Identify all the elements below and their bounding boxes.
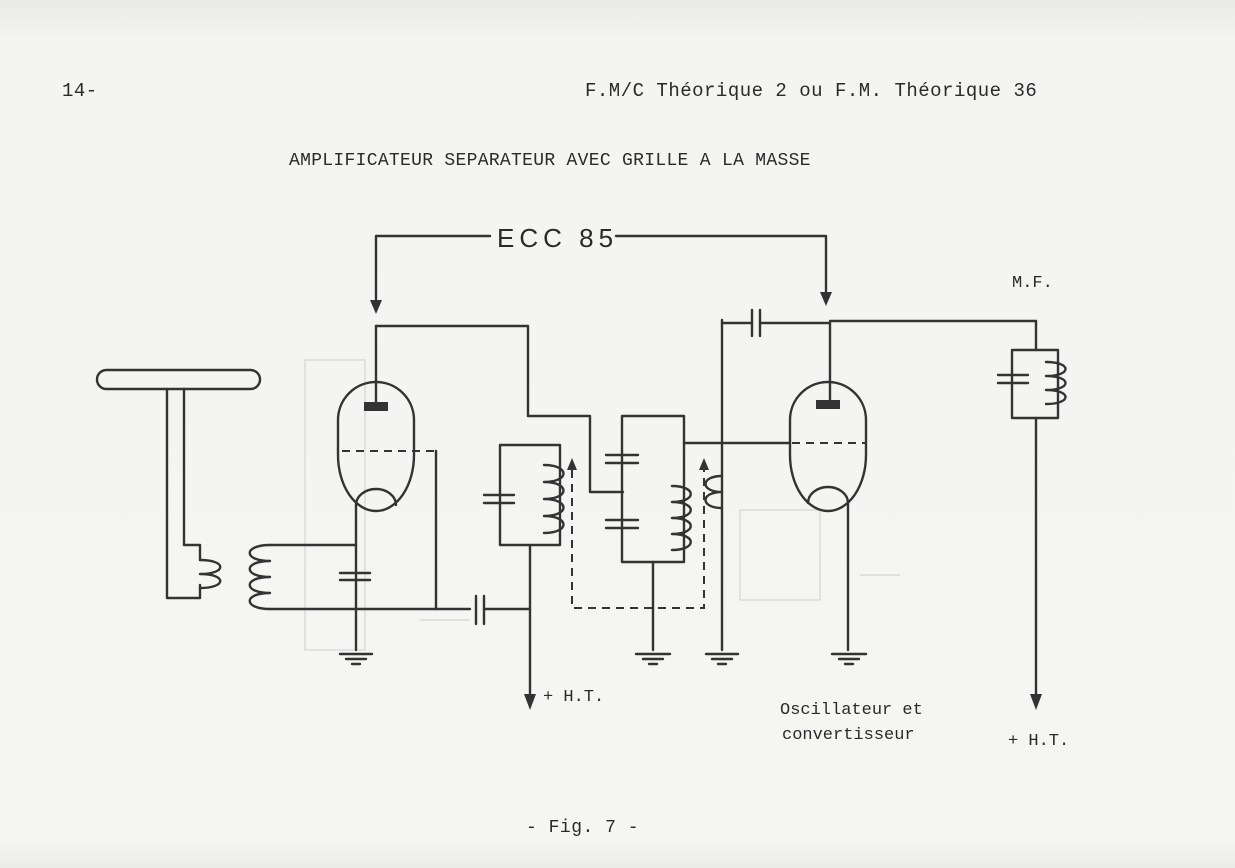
decoupling-capacitor [474,594,532,626]
page-number: 14- [62,80,98,102]
oscillator-label-line2: convertisseur [782,726,915,745]
supply-label-right: + H.T. [1008,732,1070,751]
dipole-antenna [95,368,262,600]
tube-label: ECC 85 [497,223,619,253]
tuned-circuit-2 [604,414,792,666]
ht-feed-left [524,543,536,710]
tube-label-leaders [370,234,832,314]
tuned-circuit-1 [482,414,625,547]
triode-1 [336,324,530,666]
feedback-capacitor [720,308,832,338]
gang-tuning-link [567,458,709,609]
oscillator-coil [704,318,740,666]
running-head: F.M/C Théorique 2 ou F.M. Théorique 36 [585,80,1038,102]
triode-2 [788,319,1038,666]
figure-caption: - Fig. 7 - [526,818,640,838]
if-label: M.F. [1012,274,1053,293]
bleed-through-ghost [304,359,900,651]
if-transformer [996,319,1067,710]
supply-label-left: + H.T. [543,688,605,707]
diagram-title: AMPLIFICATEUR SEPARATEUR AVEC GRILLE A L… [289,151,811,171]
oscillator-label-line1: Oscillateur et [780,701,923,720]
